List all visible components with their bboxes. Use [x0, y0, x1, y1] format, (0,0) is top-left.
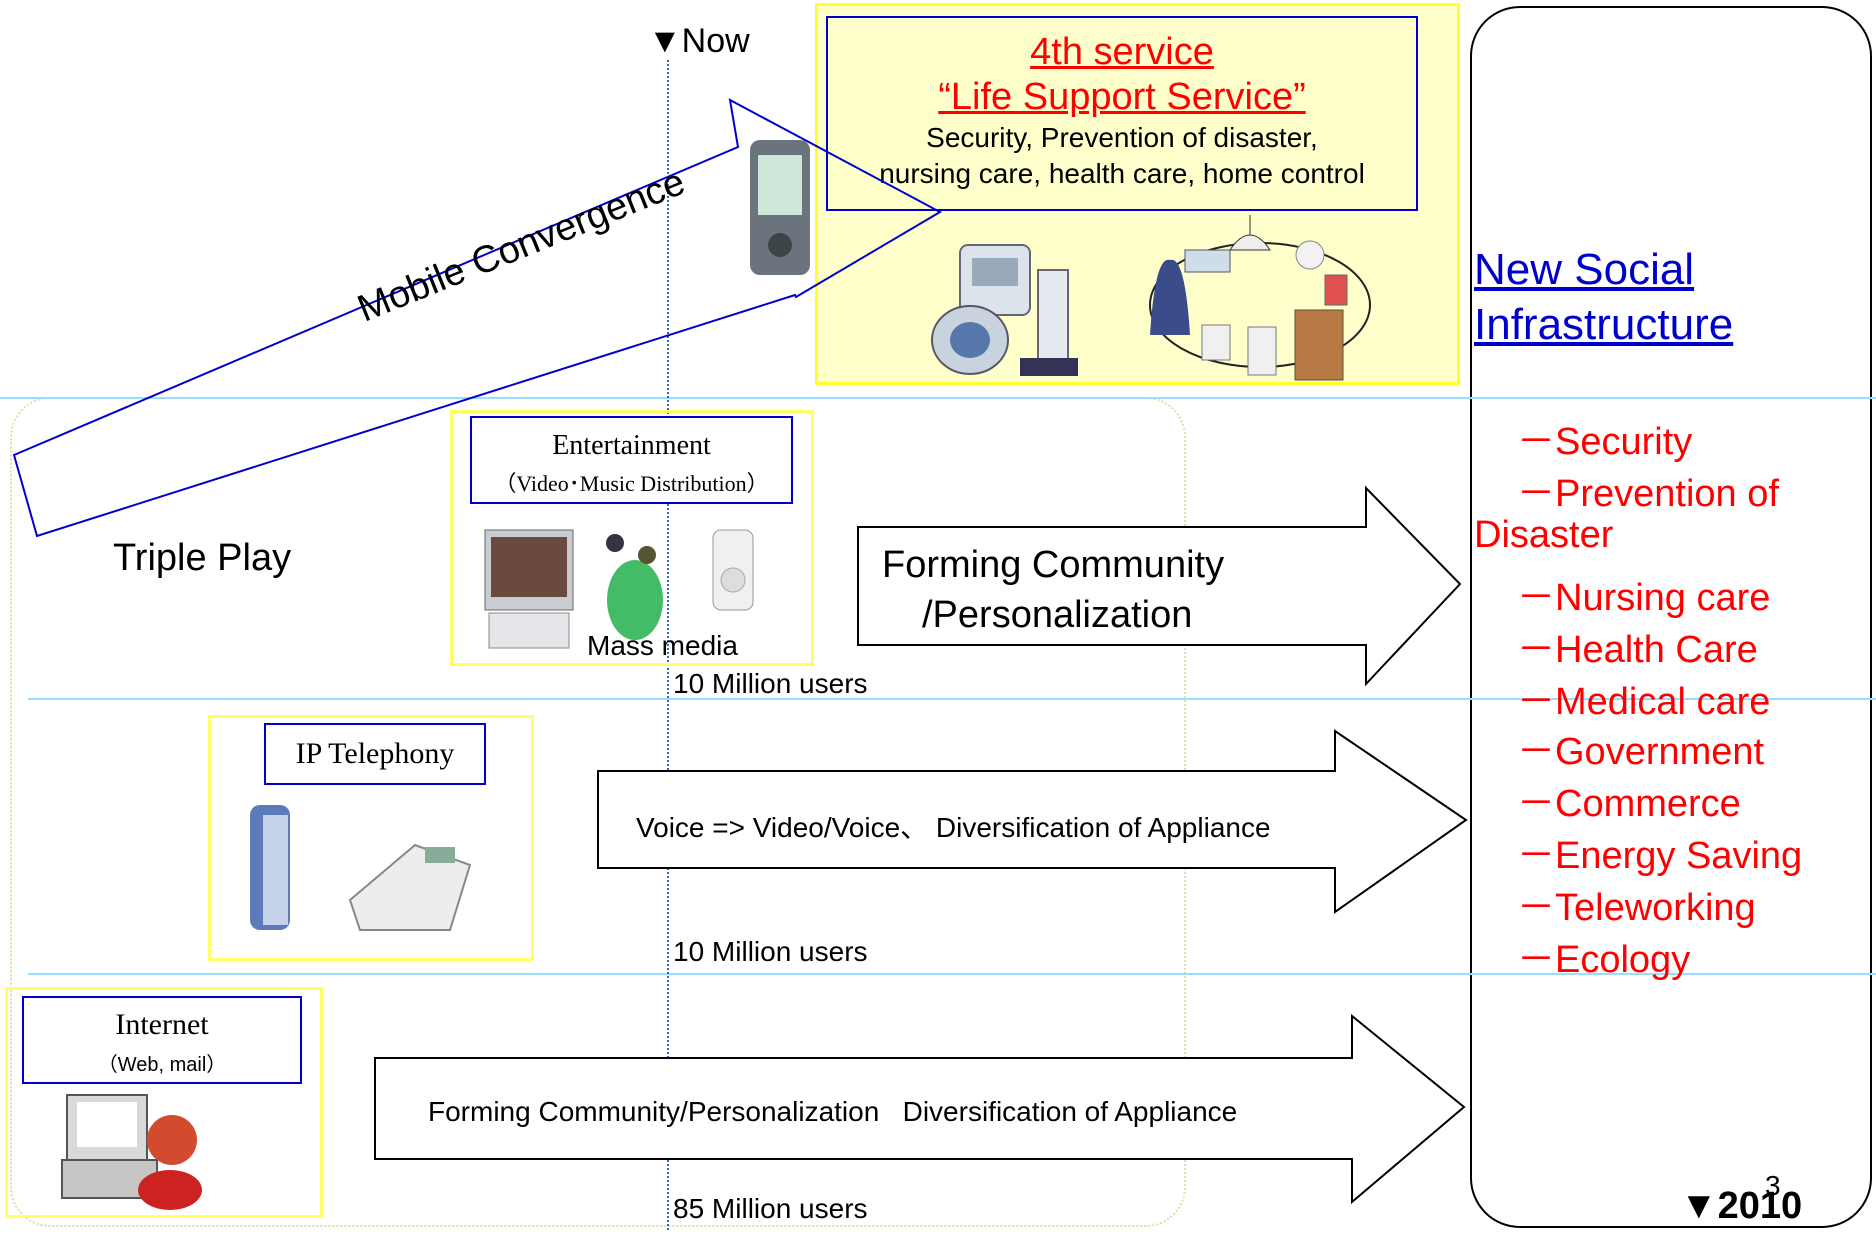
separator-line-1 — [0, 397, 1876, 399]
ip-telephony-users: 10 Million users — [673, 936, 868, 967]
triple-play-label: Triple Play — [113, 537, 292, 579]
internet-label-box: Internet （Web, mail） — [22, 996, 302, 1084]
internet-area — [5, 987, 323, 1218]
internet-title: Internet — [115, 1008, 209, 1041]
infra-item-health-care: －Health Care — [1517, 629, 1758, 671]
year-marker: ▼2010 — [1680, 1185, 1803, 1227]
fourth-service-box: 4th service “Life Support Service” Secur… — [826, 16, 1418, 211]
infra-item-prevention: －Prevention of — [1517, 473, 1779, 515]
ip-telephony-arrow-text: Voice => Video/Voice、 Diversification of… — [636, 812, 1271, 843]
entertainment-illustration — [484, 529, 754, 649]
fourth-service-line2: nursing care, health care, home control — [879, 158, 1365, 189]
internet-users: 85 Million users — [673, 1193, 868, 1224]
mass-media-caption: Mass media — [587, 630, 738, 661]
page-number: 3 — [1765, 1170, 1781, 1201]
infra-item-energy-saving: －Energy Saving — [1517, 835, 1803, 877]
infra-item-ecology: －Ecology — [1517, 939, 1691, 981]
now-timeline — [667, 60, 669, 1230]
separator-line-2 — [28, 698, 1876, 700]
home-control-illustration — [1149, 215, 1371, 381]
fourth-service-area — [815, 3, 1460, 385]
fourth-service-subtitle: “Life Support Service” — [938, 76, 1306, 118]
infra-item-medical-care: －Medical care — [1517, 681, 1771, 723]
ip-telephony-area — [208, 715, 534, 961]
now-marker: ▼Now — [648, 22, 750, 60]
internet-arrow-text: Forming Community/Personalization Divers… — [428, 1096, 1238, 1127]
infra-item-commerce: －Commerce — [1517, 783, 1741, 825]
health-devices-illustration — [931, 244, 1078, 376]
internet-user-illustration — [61, 1094, 202, 1210]
ip-telephony-illustration — [250, 805, 472, 931]
internet-subtitle: （Web, mail） — [97, 1054, 227, 1076]
new-social-line1[interactable]: New Social — [1474, 245, 1695, 294]
new-social-line2[interactable]: Infrastructure — [1474, 300, 1734, 349]
infra-item-nursing-care: －Nursing care — [1517, 577, 1771, 619]
entertainment-area — [450, 410, 814, 666]
infra-item-disaster: Disaster — [1474, 514, 1614, 556]
fourth-service-title: 4th service — [1030, 31, 1214, 73]
entertainment-users: 10 Million users — [673, 668, 868, 699]
entertainment-arrow-line1: Forming Community — [882, 544, 1225, 586]
infra-item-government: －Government — [1517, 731, 1765, 773]
fourth-service-line1: Security, Prevention of disaster, — [926, 122, 1318, 153]
mobile-phone-illustration — [750, 140, 810, 275]
infra-item-teleworking: －Teleworking — [1517, 887, 1756, 929]
ip-telephony-title: IP Telephony — [295, 737, 455, 770]
ip-telephony-label-box: IP Telephony — [264, 723, 486, 785]
entertainment-title: Entertainment — [552, 430, 711, 461]
infra-item-security: －Security — [1517, 421, 1693, 463]
entertainment-subtitle: （Video･Music Distribution） — [494, 471, 769, 496]
separator-line-3 — [28, 973, 1876, 975]
entertainment-arrow-line2: /Personalization — [922, 594, 1193, 636]
entertainment-label-box: Entertainment （Video･Music Distribution） — [470, 416, 793, 504]
new-social-infrastructure-panel — [1470, 6, 1872, 1228]
